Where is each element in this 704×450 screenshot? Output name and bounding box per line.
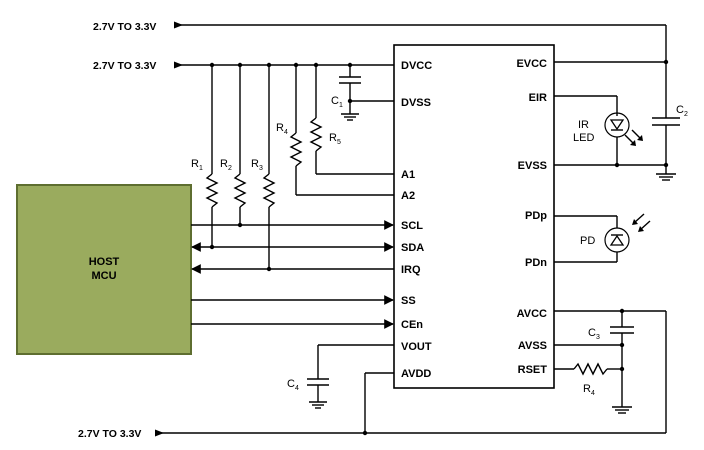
rail-label-second: 2.7V TO 3.3V [93, 60, 156, 72]
capacitor-c3: C3 [588, 311, 634, 407]
r5-label: R5 [329, 132, 341, 146]
resistor-r1: R1 [191, 65, 219, 247]
r4-address-label: R4 [276, 122, 288, 136]
resistor-r4-rset: R4 [554, 362, 625, 397]
pin-scl: SCL [401, 220, 423, 232]
host-mcu-block: HOST MCU [16, 184, 192, 355]
pin-a1: A1 [401, 169, 415, 181]
bottom-supply-rail [155, 311, 667, 437]
r1-label: R1 [191, 158, 203, 172]
pin-dvss: DVSS [401, 97, 431, 109]
photodiode: PD [554, 213, 651, 263]
capacitor-c1: C1 [331, 65, 394, 121]
pin-eir: EIR [529, 92, 547, 104]
evss-net [554, 162, 676, 181]
pin-cen: CEn [401, 319, 423, 331]
ground-avss [612, 406, 632, 414]
pd-label: PD [580, 235, 595, 247]
rail-label-bottom: 2.7V TO 3.3V [78, 428, 141, 440]
ir-led-label-line1: IR [578, 119, 589, 131]
pin-evcc: EVCC [516, 58, 547, 70]
second-supply-rail [174, 61, 394, 69]
c4-label: C4 [287, 378, 299, 392]
c2-label: C2 [676, 104, 688, 118]
resistor-r2: R2 [220, 65, 247, 225]
capacitor-c2: C2 [652, 104, 688, 165]
r2-label: R2 [220, 158, 232, 172]
pin-pdn: PDn [525, 257, 547, 269]
resistor-r5: R5 [309, 65, 394, 175]
pin-irq: IRQ [401, 264, 421, 276]
irq-line [191, 264, 394, 274]
resistor-r3: R3 [251, 65, 276, 269]
top-supply-rail [174, 21, 667, 62]
pin-a2: A2 [401, 190, 415, 202]
scl-line [191, 220, 394, 230]
pin-dvcc: DVCC [401, 60, 432, 72]
sensor-ic: DVCC DVSS A1 A2 SCL SDA IRQ SS CEn VOUT … [393, 44, 555, 389]
pin-avss: AVSS [518, 340, 547, 352]
rail-label-top: 2.7V TO 3.3V [93, 21, 156, 33]
pin-avdd: AVDD [401, 368, 431, 380]
pin-vout: VOUT [401, 341, 432, 353]
avss-net [554, 342, 625, 348]
resistor-r4-address: R4 [276, 65, 394, 196]
sda-line [191, 242, 394, 252]
capacitor-c4: C4 [287, 344, 394, 436]
pin-avcc: AVCC [517, 308, 547, 320]
pin-pdp: PDp [525, 210, 547, 222]
ir-led: IR LED [554, 95, 643, 165]
evcc-net [554, 59, 669, 118]
ir-led-label-line2: LED [573, 132, 594, 144]
pin-ss: SS [401, 295, 416, 307]
r4-rset-label: R4 [583, 383, 595, 397]
pin-evss: EVSS [518, 160, 547, 172]
c1-label: C1 [331, 95, 343, 109]
pin-rset: RSET [518, 364, 548, 376]
avcc-net [554, 308, 666, 314]
host-mcu-label-line2: MCU [91, 270, 116, 282]
c3-label: C3 [588, 327, 600, 341]
r3-label: R3 [251, 158, 263, 172]
pin-sda: SDA [401, 242, 424, 254]
host-mcu-label-line1: HOST [89, 256, 120, 268]
